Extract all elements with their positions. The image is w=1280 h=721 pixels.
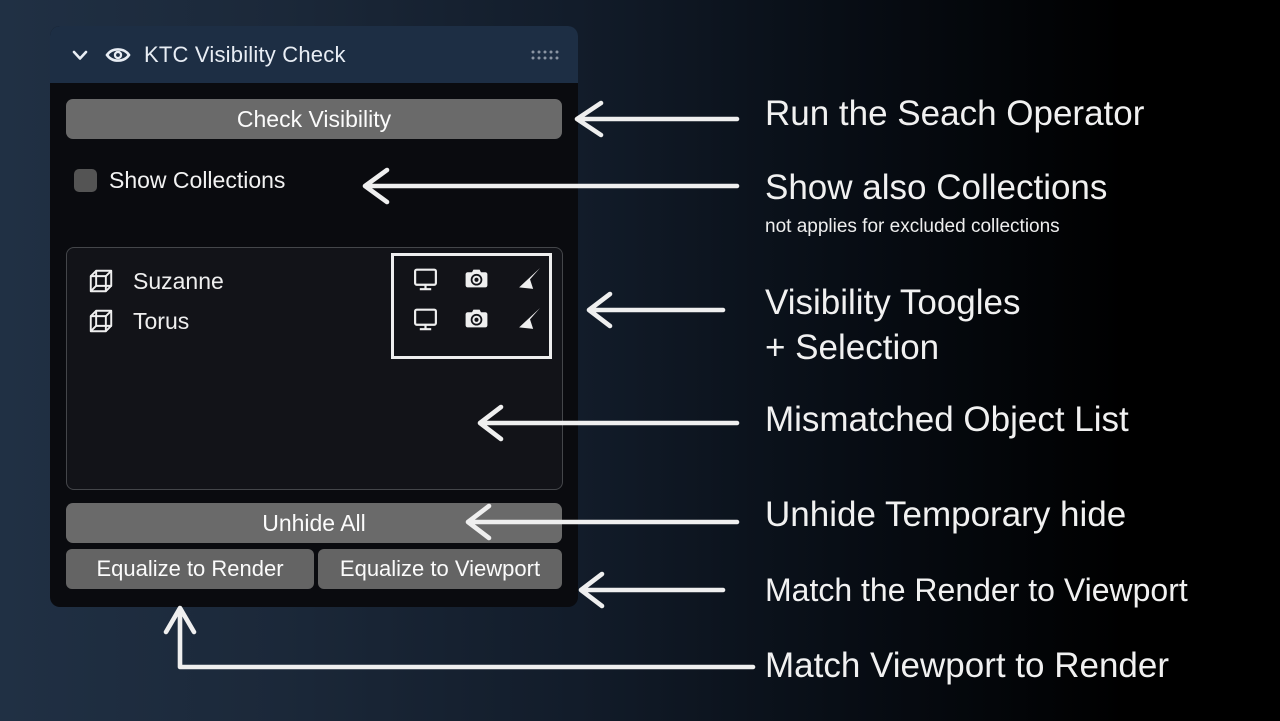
unhide-all-label: Unhide All xyxy=(262,509,366,536)
annotation-match-render: Match the Render to Viewport xyxy=(765,572,1188,608)
object-row-torus[interactable]: Torus xyxy=(67,301,562,341)
arrow-run-operator xyxy=(574,100,740,138)
render-visibility-toggle[interactable] xyxy=(463,265,490,297)
annotation-run-operator: Run the Seach Operator xyxy=(765,94,1145,133)
annotation-visibility-toggles: Visibility Toogles + Selection xyxy=(765,281,1021,371)
show-collections-label: Show Collections xyxy=(109,167,286,193)
annotation-visibility-toggles-line2: + Selection xyxy=(765,327,940,367)
arrow-match-render xyxy=(578,571,726,609)
annotation-show-collections: Show also Collections xyxy=(765,168,1108,207)
annotation-visibility-toggles-line1: Visibility Toogles xyxy=(765,283,1021,322)
annotation-match-viewport: Match Viewport to Render xyxy=(765,646,1170,685)
panel-title: KTC Visibility Check xyxy=(144,41,346,67)
check-visibility-button[interactable]: Check Visibility xyxy=(66,99,562,139)
cursor-arrow-icon xyxy=(516,265,543,292)
mesh-cube-icon xyxy=(87,307,115,335)
mismatched-object-list[interactable]: Suzanne xyxy=(66,247,563,490)
annotation-show-collections-note: not applies for excluded collections xyxy=(765,216,1060,237)
unhide-all-button[interactable]: Unhide All xyxy=(66,503,562,543)
object-name: Suzanne xyxy=(133,267,224,294)
render-visibility-toggle[interactable] xyxy=(463,305,490,337)
annotation-mismatched-list: Mismatched Object List xyxy=(765,400,1129,439)
monitor-icon xyxy=(412,265,439,292)
arrow-match-viewport xyxy=(163,605,756,670)
annotation-unhide: Unhide Temporary hide xyxy=(765,495,1127,534)
equalize-to-viewport-label: Equalize to Viewport xyxy=(339,556,541,581)
object-row-suzanne[interactable]: Suzanne xyxy=(67,261,562,301)
cursor-arrow-icon xyxy=(516,305,543,332)
check-visibility-label: Check Visibility xyxy=(236,105,392,132)
equalize-to-render-button[interactable]: Equalize to Render xyxy=(66,549,314,589)
monitor-icon xyxy=(412,305,439,332)
selectability-toggle[interactable] xyxy=(516,305,543,337)
show-collections-row: Show Collections xyxy=(74,167,285,194)
equalize-to-render-label: Equalize to Render xyxy=(96,556,284,581)
viewport-visibility-toggle[interactable] xyxy=(412,265,439,297)
eye-icon xyxy=(104,43,132,67)
camera-icon xyxy=(463,265,490,292)
toggles-highlight-box xyxy=(391,253,552,359)
viewport-visibility-toggle[interactable] xyxy=(412,305,439,337)
camera-icon xyxy=(463,305,490,332)
panel-header[interactable]: KTC Visibility Check xyxy=(50,26,578,83)
show-collections-checkbox[interactable] xyxy=(74,169,97,192)
equalize-to-viewport-button[interactable]: Equalize to Viewport xyxy=(318,549,562,589)
mesh-cube-icon xyxy=(87,267,115,295)
object-name: Torus xyxy=(133,307,190,334)
chevron-down-icon[interactable] xyxy=(68,43,92,67)
arrow-visibility-toggles xyxy=(586,291,726,329)
selectability-toggle[interactable] xyxy=(516,265,543,297)
drag-grip-icon[interactable] xyxy=(530,49,560,61)
